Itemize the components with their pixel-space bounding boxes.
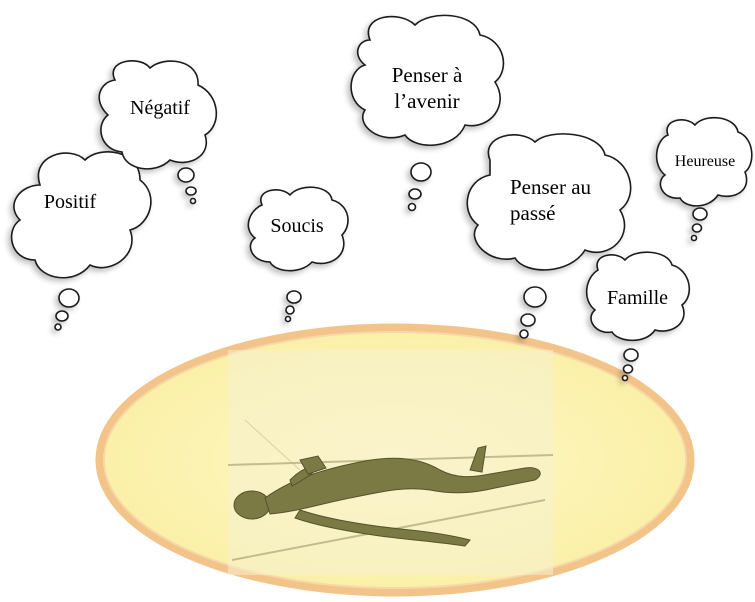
- bubble-label-negatif: Négatif: [105, 96, 215, 121]
- bubble-label-heureuse: Heureuse: [660, 152, 750, 172]
- bubble-label-soucis: Soucis: [252, 214, 342, 239]
- bubble-label-avenir: Penser à l’avenir: [372, 62, 482, 115]
- thought-bubble-heureuse: [657, 118, 752, 241]
- bubble-label-passe: Penser au passé: [488, 174, 628, 227]
- thought-bubble-soucis: [248, 187, 348, 321]
- lying-person-illustration: [228, 350, 553, 575]
- bubble-label-positif: Positif: [20, 190, 120, 215]
- thought-bubble-positif: [12, 152, 151, 330]
- bubble-label-famille: Famille: [590, 286, 685, 311]
